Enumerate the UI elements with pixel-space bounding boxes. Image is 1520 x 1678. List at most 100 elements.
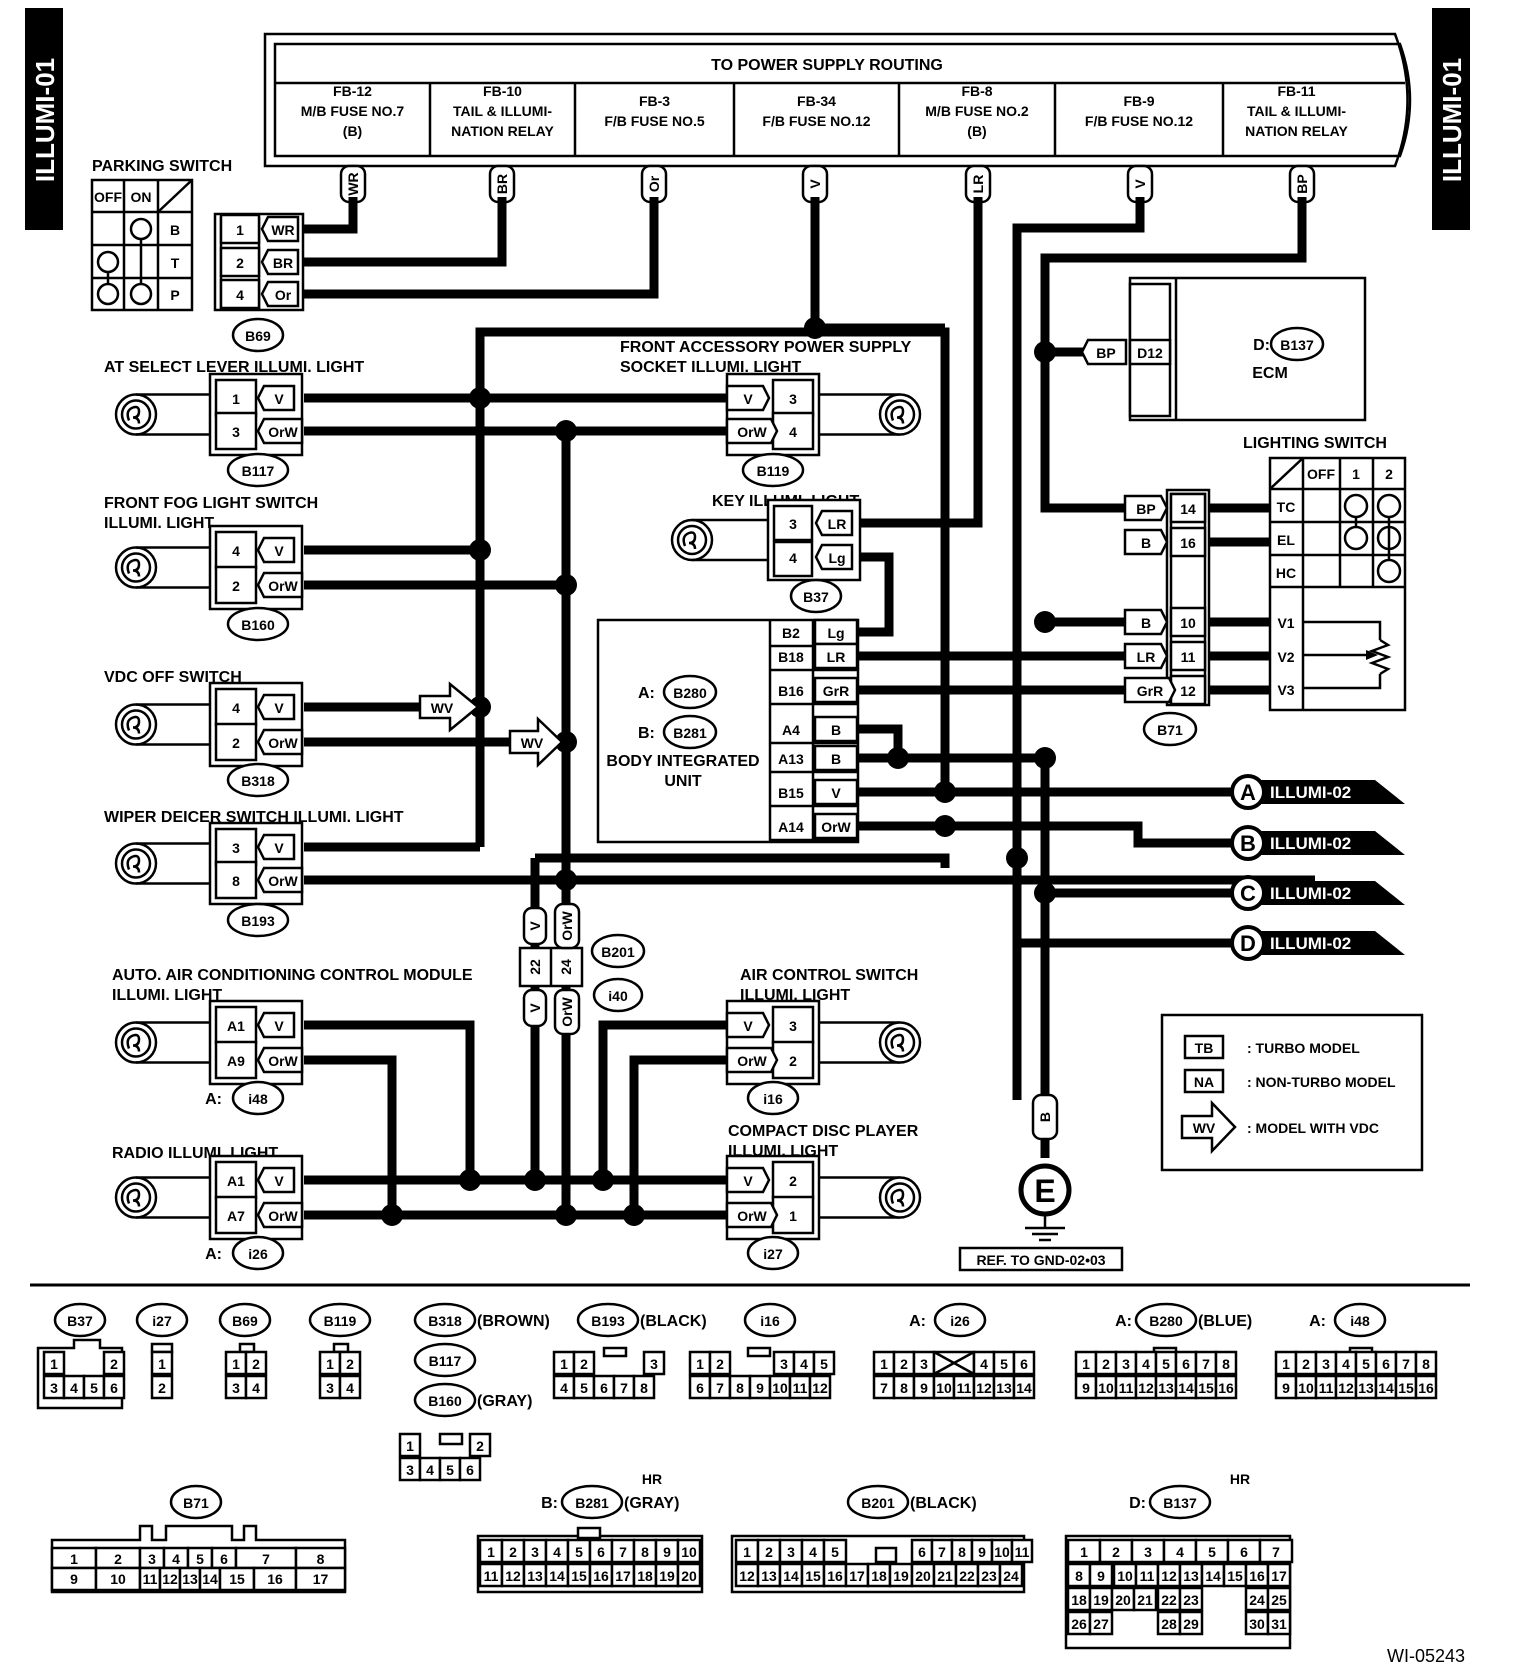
lsw-wire-3-tag [1123, 642, 1169, 670]
pin-3: 3 [531, 1544, 539, 1560]
pin-2: 2 [114, 1551, 122, 1567]
pin-11: 11 [484, 1568, 499, 1584]
junction-dots [381, 317, 1056, 1226]
pin-2: 2 [900, 1356, 908, 1372]
left-light-wire2: OrW [268, 424, 298, 440]
left-light-bulb [114, 1021, 158, 1064]
main-wiring [304, 197, 1315, 1220]
pin-6: 6 [600, 1380, 608, 1396]
left-light-wire2-tag [256, 1046, 304, 1074]
parking-switch-title: PARKING SWITCH [92, 158, 232, 175]
ecm-name: ECM [1252, 365, 1288, 382]
lsw-wire-4: GrR [1137, 683, 1163, 699]
pin-19: 19 [659, 1568, 675, 1584]
pin-1: 1 [70, 1551, 78, 1567]
svg-text:D12: D12 [1137, 345, 1163, 361]
pin-1: 1 [50, 1356, 58, 1372]
fuse-6-wire: BP [1294, 174, 1310, 193]
fuse-5-line-0: FB-9 [1123, 93, 1154, 109]
lighting-switch: LIGHTING SWITCH OFF 1 2 TC EL HC V1 V2 V… [1123, 435, 1407, 747]
right-light-pin1: 2 [789, 1173, 797, 1189]
ps-pin-2: 2 [236, 255, 244, 271]
pin-3: 3 [787, 1544, 795, 1560]
pin-12: 12 [1161, 1568, 1177, 1584]
svg-text:TB: TB [1195, 1040, 1214, 1056]
fuse-3-line-0: FB-34 [797, 93, 836, 109]
svg-text:2: 2 [1385, 466, 1393, 482]
pin-10: 10 [1117, 1568, 1133, 1584]
pin-8: 8 [1422, 1356, 1430, 1372]
pin-6: 6 [1182, 1356, 1190, 1372]
pin-4: 4 [172, 1551, 180, 1567]
pin-12: 12 [976, 1380, 992, 1396]
pin-3: 3 [232, 1380, 240, 1396]
cv-B281: B281 [575, 1495, 609, 1511]
lsw-pin-10: 10 [1180, 615, 1196, 631]
left-light-wire2-tag [256, 866, 304, 894]
pin-4: 4 [70, 1380, 78, 1396]
right-light-wire2-tag [725, 1201, 779, 1229]
cv-B137-oval [1148, 1484, 1212, 1520]
fuse-6-line-1: TAIL & ILLUMI- [1247, 103, 1346, 119]
svg-text:OrW: OrW [559, 910, 575, 940]
pin-3: 3 [1144, 1544, 1152, 1560]
pin-20: 20 [1115, 1592, 1131, 1608]
left-light-wire2: OrW [268, 1053, 298, 1069]
pin-10: 10 [681, 1544, 697, 1560]
ps-pin-4: 4 [236, 287, 244, 303]
pin-5: 5 [575, 1544, 583, 1560]
cv-B69-oval [218, 1302, 272, 1338]
pin-14: 14 [783, 1568, 799, 1584]
ps-row-p: P [170, 287, 179, 303]
pin-2: 2 [252, 1356, 260, 1372]
pin-15: 15 [571, 1568, 587, 1584]
cv-i27: i27 [152, 1313, 172, 1329]
right-light-pin1: 3 [789, 1018, 797, 1034]
left-light-bulb [114, 546, 158, 589]
pin-4: 4 [809, 1544, 817, 1560]
left-light-title: AUTO. AIR CONDITIONING CONTROL MODULE [112, 967, 473, 984]
pin-2: 2 [1102, 1356, 1110, 1372]
key-light-wire2: Lg [828, 550, 845, 566]
lighting-switch-title: LIGHTING SWITCH [1243, 435, 1387, 452]
left-light-pin2: 8 [232, 873, 240, 889]
power-routing-title: TO POWER SUPPLY ROUTING [711, 57, 943, 74]
right-light-connector: i27 [763, 1246, 783, 1262]
pin-1: 1 [1082, 1356, 1090, 1372]
right-light-title2: SOCKET ILLUMI. LIGHT [620, 359, 802, 376]
left-light-pin1: 4 [232, 700, 240, 716]
biu-pin-A4: A4 [782, 722, 800, 738]
legend: TB : TURBO MODEL NA : NON-TURBO MODEL WV… [1160, 1013, 1424, 1172]
svg-text:WV: WV [1193, 1120, 1216, 1136]
left-light-connector: B117 [242, 463, 275, 479]
left-light-pin2: A9 [227, 1053, 245, 1069]
pin-15: 15 [1398, 1380, 1414, 1396]
right-light-pin2: 4 [789, 424, 797, 440]
fuse-0-line-2: (B) [343, 123, 362, 139]
pin-2: 2 [509, 1544, 517, 1560]
cv-B69: B69 [232, 1313, 258, 1329]
joint-connector: 22 24 V OrW V OrW B201 i40 [518, 902, 646, 1036]
pin-23: 23 [1183, 1592, 1199, 1608]
svg-text:BP: BP [1096, 345, 1115, 361]
pin-5: 5 [90, 1380, 98, 1396]
pin-24: 24 [1249, 1592, 1265, 1608]
left-light-wire1-tag [256, 693, 296, 721]
ps-pin-1: 1 [236, 222, 244, 238]
cv-B37: B37 [67, 1313, 93, 1329]
cv-B280: B280 [1149, 1313, 1183, 1329]
left-light-pin2: 2 [232, 578, 240, 594]
right-tab-label: ILLUMI-01 [1437, 58, 1467, 182]
right-light-wire1-tag [725, 1166, 771, 1194]
lsw-wire-3: LR [1137, 649, 1156, 665]
output-label: ILLUMI-02 [1270, 934, 1351, 953]
fuse-4-line-1: M/B FUSE NO.2 [925, 103, 1029, 119]
fuse-4-line-2: (B) [967, 123, 986, 139]
svg-text:EL: EL [1277, 532, 1295, 548]
pin-8: 8 [958, 1544, 966, 1560]
pin-1: 1 [487, 1544, 495, 1560]
